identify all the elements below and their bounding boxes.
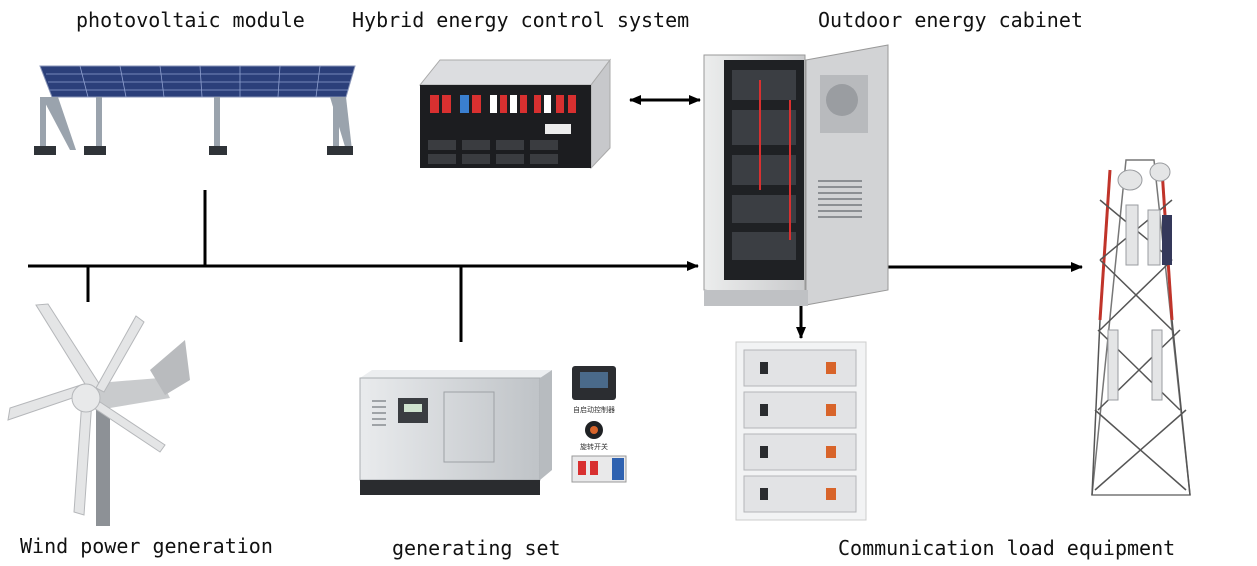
controller-caption: 自启动控制器	[573, 405, 615, 414]
generator-set-icon	[359, 370, 552, 495]
hybrid-controller-rack-icon	[418, 58, 612, 170]
transfer-switch-icon	[571, 455, 627, 483]
switch-caption: 旋转开关	[580, 442, 608, 451]
pv-label: photovoltaic module	[76, 8, 305, 32]
load-label: Communication load equipment	[838, 536, 1176, 560]
communication-tower-icon	[1091, 159, 1191, 496]
generator-controller-icon: 自启动控制器	[572, 366, 616, 414]
solar-panel-array-icon	[34, 65, 356, 155]
rotary-switch-icon: 旋转开关	[580, 421, 608, 451]
hybrid-label: Hybrid energy control system	[352, 8, 690, 32]
genset-label: generating set	[392, 536, 561, 560]
battery-stack-icon	[735, 341, 867, 521]
cabinet-label: Outdoor energy cabinet	[818, 8, 1083, 32]
wind-turbine-icon	[7, 303, 190, 526]
outdoor-cabinet-icon	[703, 44, 889, 306]
wind-label: Wind power generation	[20, 534, 273, 558]
breaker-row	[430, 95, 576, 113]
